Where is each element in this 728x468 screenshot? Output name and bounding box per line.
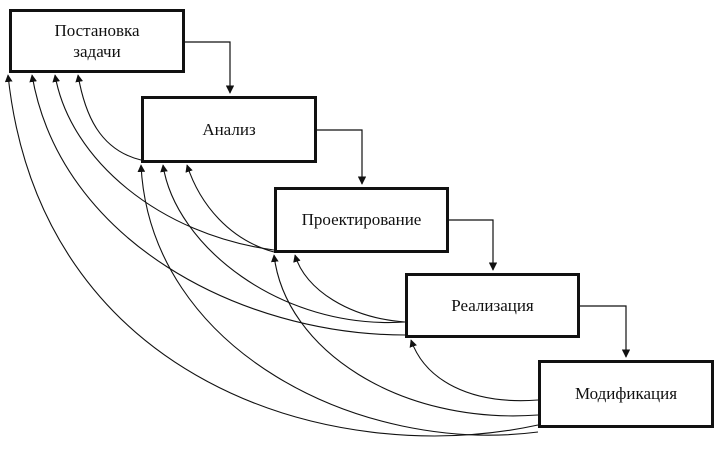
feedback-arc-realiz-to-proekt xyxy=(293,254,406,323)
stage-modifikaciya-label: Модификация xyxy=(574,384,678,404)
stage-proektirovanie-label: Проектирование xyxy=(301,210,422,230)
stage-analiz-label: Анализ xyxy=(202,119,256,139)
feedback-arc-modif-to-postanovka xyxy=(4,74,539,437)
feedback-arc-proekt-to-postanovka xyxy=(52,74,275,251)
feedback-arc-realiz-to-analiz xyxy=(160,164,406,324)
stage-realizaciya-label: Реализация xyxy=(451,295,534,315)
stage-postanovka-line2: задачи xyxy=(73,42,121,61)
forward-arrow-analiz-proekt xyxy=(317,129,367,185)
stage-postanovka-line1: Постановка xyxy=(54,20,140,40)
feedback-arc-proekt-to-analiz xyxy=(185,164,275,253)
stage-postanovka-zadachi: Постановка задачи xyxy=(9,9,185,73)
feedback-arc-modif-to-proekt xyxy=(270,254,539,417)
stage-modifikaciya: Модификация xyxy=(538,360,714,428)
stage-realizaciya: Реализация xyxy=(405,273,580,338)
forward-arrow-postanovka-analiz xyxy=(185,41,235,94)
feedback-arc-modif-to-analiz xyxy=(137,164,539,436)
feedback-arc-modif-to-realiz xyxy=(409,339,539,402)
forward-arrow-realiz-modif xyxy=(580,305,631,358)
feedback-arc-realiz-to-postanovka xyxy=(29,74,406,336)
stage-proektirovanie: Проектирование xyxy=(274,187,449,253)
stage-analiz: Анализ xyxy=(141,96,317,163)
feedback-arc-analiz-to-postanovka xyxy=(75,74,142,161)
forward-arrow-proekt-realiz xyxy=(449,219,498,271)
